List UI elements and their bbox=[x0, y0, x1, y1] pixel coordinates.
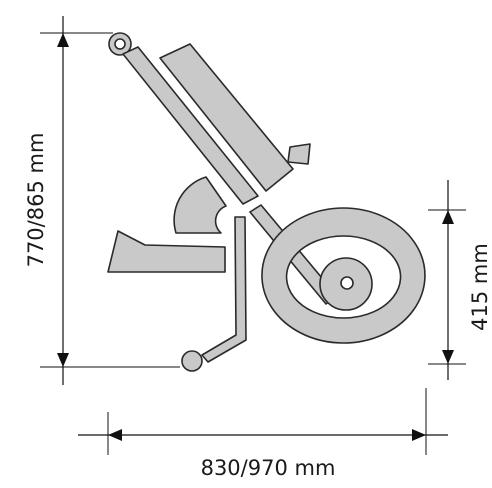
handle-grip-ring bbox=[108, 32, 132, 56]
device-drawing bbox=[107, 32, 426, 372]
height-dimension bbox=[40, 16, 180, 385]
wheel-axle bbox=[340, 276, 354, 290]
wheel-height-dimension bbox=[428, 180, 466, 380]
support-leg bbox=[201, 216, 247, 363]
footrest-plate bbox=[107, 230, 226, 273]
support-wheel bbox=[181, 350, 203, 372]
steering-column bbox=[122, 46, 259, 205]
battery-pack bbox=[159, 43, 294, 192]
drive-wheel bbox=[261, 207, 426, 344]
height-dimension-label: 770/865 mm bbox=[24, 133, 48, 268]
fender bbox=[173, 176, 227, 234]
wheel-height-dimension-label: 415 mm bbox=[468, 243, 492, 331]
length-dimension bbox=[78, 388, 448, 455]
length-dimension-label: 830/970 mm bbox=[201, 456, 336, 480]
display-unit bbox=[287, 143, 311, 165]
